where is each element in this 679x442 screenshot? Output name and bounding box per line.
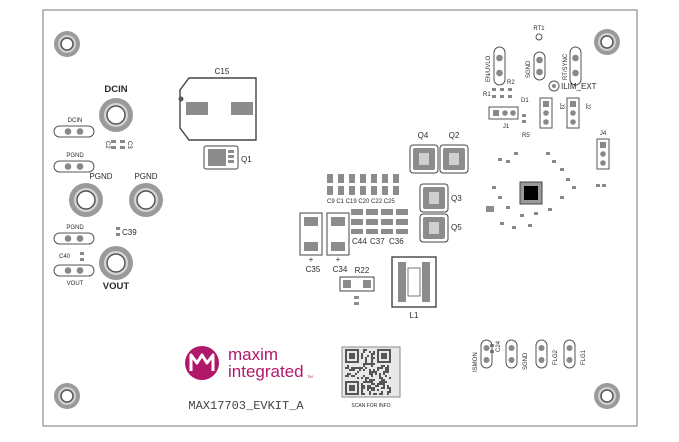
mosfet-q4 xyxy=(409,144,439,174)
label-j2: J2 xyxy=(584,103,590,110)
label-ismon: ISMON xyxy=(473,352,479,372)
header-rt-sync[interactable] xyxy=(569,46,582,86)
label-l1: L1 xyxy=(410,311,419,320)
mounting-hole-top-left xyxy=(54,31,80,57)
label-c44: C44 xyxy=(352,237,367,246)
controller-ic-area xyxy=(486,152,606,229)
capacitor-row-top xyxy=(327,174,399,195)
board-name: MAX17703_EVKIT_A xyxy=(188,399,304,413)
label-c39: C39 xyxy=(122,228,137,237)
mounting-hole-top-right xyxy=(594,29,620,55)
label-en-uvlo: EN/UVLO xyxy=(486,55,492,82)
label-r5: R5 xyxy=(522,133,530,139)
capacitor-c35 xyxy=(299,212,323,256)
label-rt-sync: RT/SYNC xyxy=(563,53,569,80)
label-c3: C3 xyxy=(126,141,132,149)
maxim-logo-mark xyxy=(185,346,219,380)
cap-c39 xyxy=(116,227,120,236)
jumper-pgnd-2[interactable] xyxy=(53,232,95,245)
capacitor-bank-c44-c37-c36 xyxy=(351,209,408,234)
label-c24: C24 xyxy=(496,340,502,352)
label-jumper-vout: VOUT xyxy=(67,281,84,287)
header-flg1[interactable] xyxy=(563,339,576,369)
mosfet-q2 xyxy=(439,144,469,174)
header-flg2[interactable] xyxy=(535,339,548,369)
resistor-r22 xyxy=(339,276,375,305)
label-jumper-pgnd-2: PGND xyxy=(66,225,84,231)
label-ilim-ext: ILIM_EXT xyxy=(561,82,597,91)
header-j3[interactable] xyxy=(539,97,553,129)
label-rt1: RT1 xyxy=(533,26,545,32)
testpoint-rt1[interactable] xyxy=(535,33,543,41)
mosfet-q3 xyxy=(419,183,449,213)
terminal-dcin[interactable] xyxy=(99,98,133,132)
label-c40: C40 xyxy=(59,254,71,260)
cap-c40 xyxy=(80,252,84,261)
mounting-hole-bottom-left xyxy=(54,383,80,409)
label-dcin: DCIN xyxy=(104,84,127,95)
qr-code[interactable] xyxy=(341,346,401,398)
brand-maxim: maxim xyxy=(228,345,278,364)
label-d1: D1 xyxy=(521,98,529,104)
label-c34: C34 xyxy=(333,265,348,274)
capacitor-c34 xyxy=(326,212,350,256)
terminal-pgnd-left[interactable] xyxy=(69,183,103,217)
jumper-vout[interactable] xyxy=(53,264,95,277)
label-c15: C15 xyxy=(215,67,230,76)
label-c35: C35 xyxy=(306,265,321,274)
header-en-uvlo[interactable] xyxy=(493,46,506,86)
resistor-r5 xyxy=(522,114,526,123)
label-plus-c35: + xyxy=(309,255,314,264)
label-r1: R1 xyxy=(483,92,491,98)
label-cap-row: C9 C1 C19 C20 C22 C25 xyxy=(327,199,395,205)
label-q5: Q5 xyxy=(451,223,462,232)
inductor-l1 xyxy=(391,256,437,308)
header-sgnd-bottom[interactable] xyxy=(505,339,518,369)
label-jumper-dcin: DCIN xyxy=(68,118,83,124)
label-flg1: FLG1 xyxy=(581,349,587,365)
jumper-pgnd-1[interactable] xyxy=(53,160,95,173)
label-c37: C37 xyxy=(370,237,385,246)
brand-integrated: integrated xyxy=(228,362,304,381)
terminal-vout[interactable] xyxy=(99,246,133,280)
brand-trademark: TM xyxy=(307,374,313,379)
label-sgnd-bottom: SGND xyxy=(523,352,529,370)
label-j1: J1 xyxy=(503,124,510,130)
capacitor-c15 xyxy=(178,77,257,141)
label-flg2: FLG2 xyxy=(553,349,559,365)
header-ismon[interactable] xyxy=(480,339,493,369)
mosfet-q5 xyxy=(419,213,449,243)
label-c2: C2 xyxy=(104,141,110,149)
label-q2: Q2 xyxy=(449,131,460,140)
header-sgnd-top[interactable] xyxy=(533,51,546,81)
header-j2[interactable] xyxy=(566,97,580,129)
cap-c2-c3 xyxy=(111,140,125,149)
label-r2: R2 xyxy=(507,80,515,86)
label-q3: Q3 xyxy=(451,194,462,203)
label-pgnd-right: PGND xyxy=(134,172,157,181)
label-c36: C36 xyxy=(389,237,404,246)
qr-caption: SCAN FOR INFO xyxy=(351,403,390,409)
header-j4[interactable] xyxy=(596,138,610,170)
label-j4: J4 xyxy=(600,131,607,137)
label-sgnd-top: SGND xyxy=(526,60,532,78)
label-q1: Q1 xyxy=(241,155,252,164)
resistors-r1-r2-d1 xyxy=(492,88,512,98)
header-j1[interactable] xyxy=(488,106,519,120)
label-r22: R22 xyxy=(355,266,370,275)
mounting-hole-bottom-right xyxy=(594,383,620,409)
terminal-pgnd-right[interactable] xyxy=(129,183,163,217)
testpoint-ilim-ext[interactable] xyxy=(548,80,560,92)
mosfet-q1 xyxy=(203,145,239,170)
label-plus-c34: + xyxy=(336,255,341,264)
label-q4: Q4 xyxy=(418,131,429,140)
label-jumper-pgnd-1: PGND xyxy=(66,153,84,159)
jumper-dcin[interactable] xyxy=(53,125,95,138)
label-vout: VOUT xyxy=(103,281,130,292)
label-j3: J3 xyxy=(558,103,564,110)
label-pgnd-top: PGND xyxy=(89,172,112,181)
